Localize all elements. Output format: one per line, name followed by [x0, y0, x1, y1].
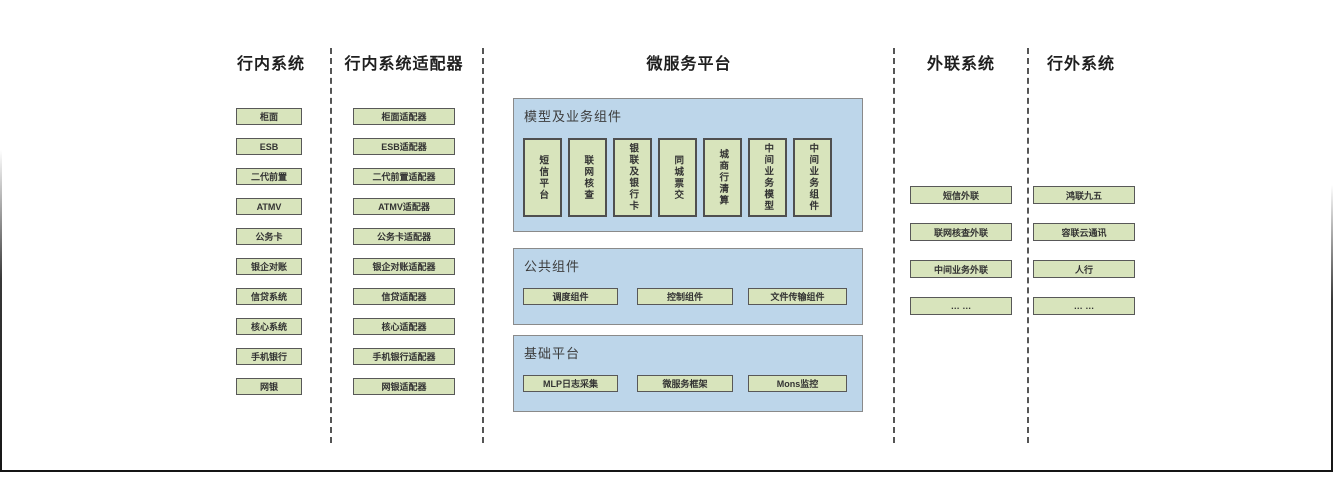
panel-common-components: 公共组件 [513, 248, 863, 325]
outreach-node: … … [910, 297, 1012, 315]
system-node: 核心系统 [236, 318, 302, 335]
panel-base-platform: 基础平台 [513, 335, 863, 412]
component-node: MLP日志采集 [523, 375, 618, 392]
column-header-outreach-systems: 外联系统 [926, 56, 996, 73]
component-node: 控制组件 [637, 288, 733, 305]
panel-label: 公共组件 [524, 259, 581, 274]
column-header-external-systems: 行外系统 [1046, 56, 1116, 73]
adapter-node: 公务卡适配器 [353, 228, 455, 245]
adapter-node: 银企对账适配器 [353, 258, 455, 275]
column-header-internal-systems: 行内系统 [236, 56, 306, 73]
vertical-component-node: 短信平台 [523, 138, 562, 217]
adapter-node: 网银适配器 [353, 378, 455, 395]
system-node: ESB [236, 138, 302, 155]
adapter-node: 二代前置适配器 [353, 168, 455, 185]
adapter-node: 手机银行适配器 [353, 348, 455, 365]
system-node: 公务卡 [236, 228, 302, 245]
dashed-divider-2 [482, 48, 484, 443]
component-node: 调度组件 [523, 288, 618, 305]
column-header-microservice-platform: 微服务平台 [646, 56, 732, 73]
system-node: ATMV [236, 198, 302, 215]
panel-label: 模型及业务组件 [524, 109, 623, 124]
external-node: 人行 [1033, 260, 1135, 278]
outreach-node: 短信外联 [910, 186, 1012, 204]
system-node: 网银 [236, 378, 302, 395]
panel-label: 基础平台 [524, 346, 581, 361]
system-node: 柜面 [236, 108, 302, 125]
adapter-node: 柜面适配器 [353, 108, 455, 125]
column-header-internal-adapters: 行内系统适配器 [344, 56, 464, 73]
frame-right-border [1331, 185, 1333, 472]
adapter-node: 核心适配器 [353, 318, 455, 335]
vertical-component-node: 银联及银行卡 [613, 138, 652, 217]
component-node: Mons监控 [748, 375, 847, 392]
vertical-component-node: 联网核查 [568, 138, 607, 217]
component-node: 微服务框架 [637, 375, 733, 392]
outreach-node: 联网核查外联 [910, 223, 1012, 241]
adapter-node: ESB适配器 [353, 138, 455, 155]
external-node: 容联云通讯 [1033, 223, 1135, 241]
frame-bottom-border [0, 470, 1333, 472]
external-node: 鸿联九五 [1033, 186, 1135, 204]
vertical-component-node: 同城票交 [658, 138, 697, 217]
vertical-component-node: 城商行清算 [703, 138, 742, 217]
system-node: 手机银行 [236, 348, 302, 365]
system-node: 信贷系统 [236, 288, 302, 305]
frame-left-border [0, 150, 2, 472]
system-node: 二代前置 [236, 168, 302, 185]
adapter-node: ATMV适配器 [353, 198, 455, 215]
dashed-divider-3 [893, 48, 895, 443]
external-node: … … [1033, 297, 1135, 315]
vertical-component-node: 中间业务组件 [793, 138, 832, 217]
component-node: 文件传输组件 [748, 288, 847, 305]
adapter-node: 信贷适配器 [353, 288, 455, 305]
dashed-divider-4 [1027, 48, 1029, 443]
vertical-component-node: 中间业务模型 [748, 138, 787, 217]
system-node: 银企对账 [236, 258, 302, 275]
outreach-node: 中间业务外联 [910, 260, 1012, 278]
dashed-divider-1 [330, 48, 332, 443]
